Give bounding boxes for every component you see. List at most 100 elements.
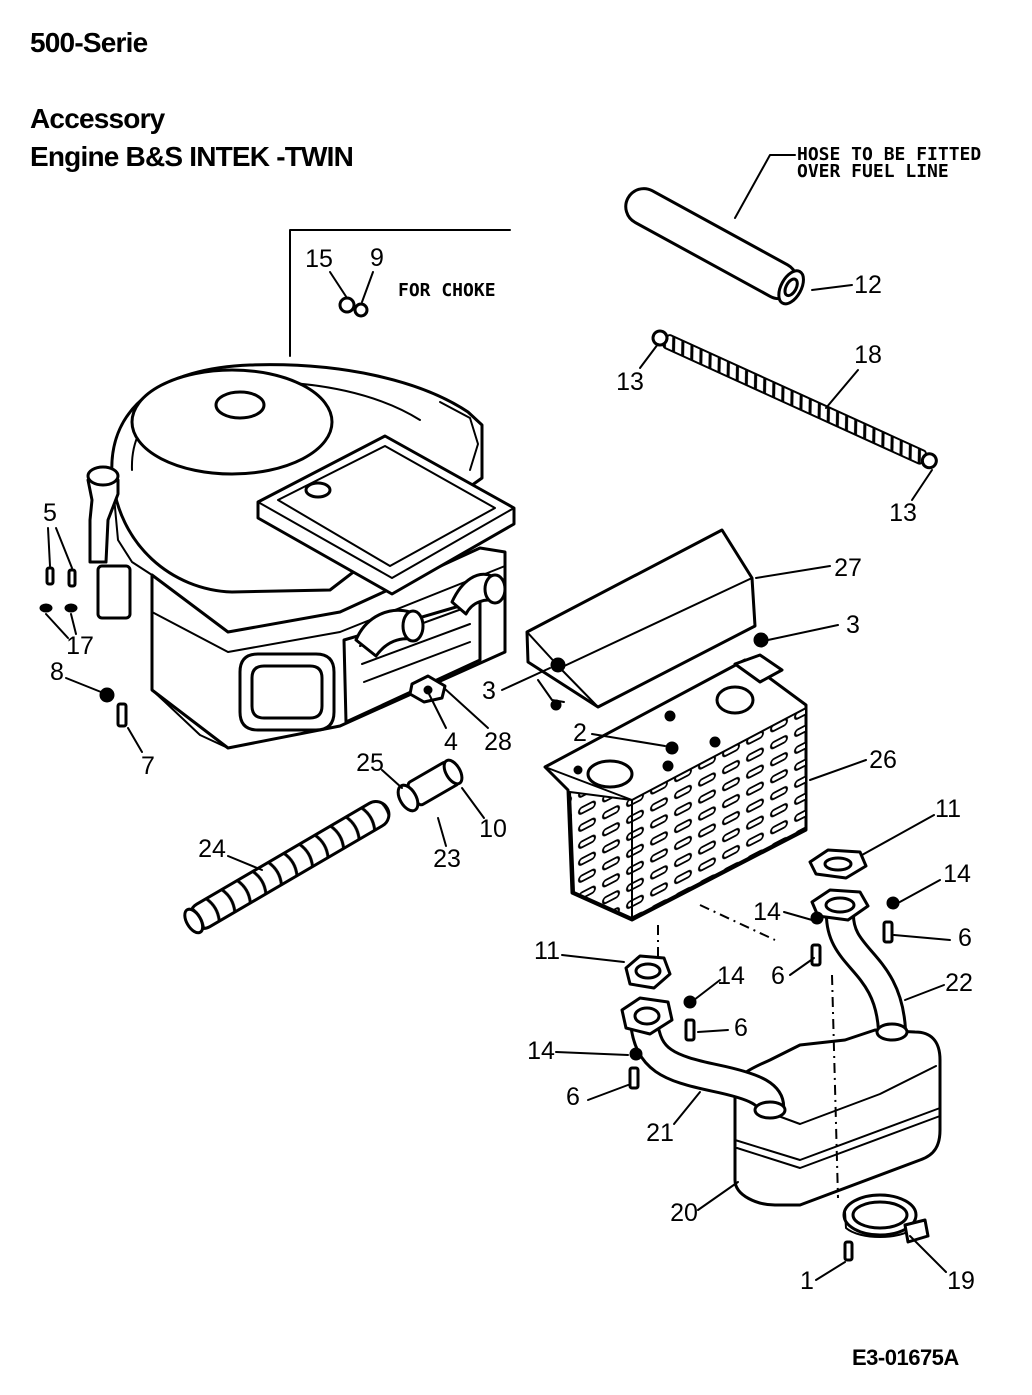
air-cleaner-cover [256,434,516,596]
air-cleaner-knob [304,481,332,499]
spring-coil [662,334,927,465]
fitting-end [442,758,464,786]
leader-line [437,817,447,847]
leader-line [755,565,831,579]
leader-line [329,271,348,299]
leader-line [65,677,102,693]
pipe-end [753,1100,787,1120]
leader-line [501,667,551,691]
shield-screw [550,657,566,673]
leader-line [55,527,73,569]
part-callout: 21 [646,1119,674,1147]
part-callout: 27 [834,554,862,582]
part-callout: 6 [958,924,972,952]
gasket-hole [634,962,662,980]
leader-line [909,1235,947,1273]
mounting-screws [39,566,128,728]
pipe-fill [632,1020,783,1112]
part-callout: 11 [534,937,560,965]
flange-hole [824,896,856,914]
hose-note-leader [734,154,796,219]
part-callout: 19 [947,1267,975,1295]
leader-line [911,469,933,501]
shield-hole [662,760,674,772]
leader-line [673,1091,701,1125]
leader-line [70,613,77,635]
muffler-shield [543,653,808,922]
washer [39,603,53,613]
muffler-body [733,1028,942,1207]
hose-note-line-2: OVER FUEL LINE [797,161,949,182]
clamp-tab [903,1218,930,1244]
leader-line [897,879,941,904]
engine-title: Engine B&S INTEK -TWIN [30,141,353,172]
engine [86,363,516,750]
leader-line [639,343,659,369]
series-title: 500-Serie [30,27,148,58]
part-callout: 17 [66,632,94,660]
part-callout: 7 [141,752,155,780]
part-callout: 13 [889,499,917,527]
shield-nut [550,699,562,711]
gasket-right [808,848,868,880]
part-callout: 3 [482,677,496,705]
shield-screw [753,632,769,648]
part-callout: 14 [753,898,781,926]
assembly-line [699,904,776,941]
heat-shield [525,528,757,709]
muffler-band [734,1107,941,1161]
gasket-left [624,954,672,990]
housing-lip [439,401,479,471]
gasket-hole [823,856,853,872]
leader-line [47,527,51,567]
part-callout: 1 [800,1267,814,1295]
leader-line [587,1084,629,1101]
screw [882,920,894,944]
hose-note-line-1: HOSE TO BE FITTED [797,144,981,165]
leader-line [767,624,839,641]
choke-nut [353,302,369,318]
part-callout: 2 [573,719,587,747]
part-callout: 13 [616,368,644,396]
muffler-band [736,1115,941,1169]
hose-bore [783,277,799,298]
leader-line [127,727,143,753]
hose-fitting [396,758,464,813]
choke-bracket-line [289,229,511,357]
part-callout: 4 [444,728,458,756]
exhaust-pipe-left [629,1019,787,1120]
leader-line [555,1051,629,1056]
muffler-shield-side [568,790,633,920]
oil-fill-tube [86,478,120,564]
nut [629,1047,643,1061]
clamp-inner [851,1200,909,1230]
leader-line [697,1181,739,1211]
part-callout: 6 [566,1083,580,1111]
leader-line [361,271,374,303]
screw [810,943,822,967]
screw [684,1018,696,1042]
pipe-end [875,1022,909,1042]
hose-clamp [920,452,938,470]
leader-line [811,284,853,291]
leader-line [443,687,489,729]
part-callout: 26 [869,746,897,774]
ribbed-hose-body [188,800,391,930]
part-callout: 6 [734,1014,748,1042]
part-callout: 11 [935,795,961,823]
part-callout: 14 [717,962,745,990]
spring-guard [651,329,938,470]
ribbed-hose-end [183,907,205,935]
leader-line [461,787,485,819]
shield-hole [664,710,676,722]
leader-line [861,814,935,856]
valve-cover-inner [250,664,324,720]
housing-left-edge [111,474,153,576]
part-callout: 3 [846,611,860,639]
leader-lines [45,271,951,1281]
ribbed-hose [183,800,391,935]
air-cleaner-edge [257,501,515,579]
clamp-bolt [843,1240,854,1262]
shield-port-hole [715,685,755,715]
flywheel-screen [130,368,334,476]
